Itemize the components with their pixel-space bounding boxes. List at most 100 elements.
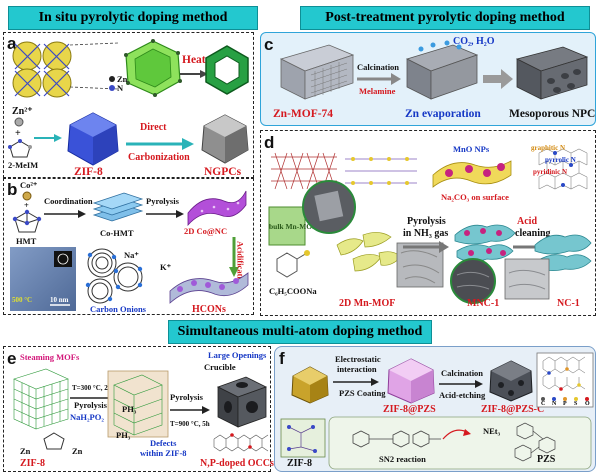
panel-c: c Zn-MOF-74 Calcination Melamine CO₂, H₂… xyxy=(260,32,596,126)
carbon-onions-label: Carbon Onions xyxy=(90,304,146,314)
pyrolysis-arrow-d xyxy=(403,241,449,253)
atom-legend-s: S xyxy=(574,401,578,407)
2d-mn-mof-sheets-illustration xyxy=(336,232,402,272)
mnc-1-illustration xyxy=(454,224,516,262)
t2-label: T=900 °C, 5h xyxy=(170,420,210,428)
pzs-coating-label: PZS Coating xyxy=(339,388,386,398)
sodalite-cages-illustration xyxy=(12,41,72,98)
atom-legend-p: P xyxy=(563,401,567,407)
nh3-label: in NH₃ gas xyxy=(403,228,449,239)
carbon-onions-illustration xyxy=(85,248,143,304)
panel-f: f Electrostatic interaction PZS Coating … xyxy=(274,346,596,472)
ligand-label: 2-MeIM xyxy=(8,160,39,170)
zif8-label-e: ZIF-8 xyxy=(20,458,45,469)
coordination-arrow xyxy=(44,210,86,218)
bulk-mn-mof-label: bulk Mn-MOF xyxy=(269,222,317,231)
zn-mof-74-label: Zn-MOF-74 xyxy=(273,108,334,120)
ngpcs-label: NGPCs xyxy=(204,166,242,178)
hollow-frame-illustration xyxy=(205,45,249,95)
zif8-gold-crystal-illustration xyxy=(291,366,329,404)
zif8-crystal-illustration xyxy=(67,112,119,166)
panel-label-e: e xyxy=(7,349,17,368)
pyrolysis-label-e: Pyrolysis xyxy=(74,400,107,410)
pyrrolic-n-label: pyrrolic N xyxy=(545,156,576,164)
panel-label-f: f xyxy=(279,349,285,368)
mno-nps-label: MnO NPs xyxy=(453,144,490,154)
tem-scale-label: 10 nm xyxy=(50,296,69,304)
acid-label: Acid xyxy=(517,216,537,227)
panel-d: d MnO NPs Na₂CO₃ on surface graphitic N … xyxy=(260,130,596,316)
hmt-molecule-icon xyxy=(12,209,42,233)
mnc-1-label: MNC-1 xyxy=(467,298,500,309)
zn-linker-icon xyxy=(43,432,65,450)
cleaning-label: cleaning xyxy=(515,228,551,239)
heat-arrow xyxy=(180,70,208,78)
zif8-pzs-c-label: ZIF-8@PZS-C xyxy=(481,404,545,415)
melamine-label: Melamine xyxy=(359,86,396,96)
panel-a: a Zn N Heat Zn²⁺ + 2- xyxy=(3,32,254,178)
header-post-treatment: Post-treatment pyrolytic doping method xyxy=(300,6,590,30)
ph3-label-1: PH₃ xyxy=(122,404,137,414)
heat-label: Heat xyxy=(182,54,206,66)
graphitic-n-label: graphitic N xyxy=(531,144,566,152)
zif8-pzs-illustration xyxy=(387,358,435,404)
zn-right-label: Zn xyxy=(72,446,83,456)
ph3-label-2: PH₃ xyxy=(116,430,131,440)
n-legend-label: N xyxy=(117,83,124,93)
zn-atom-icon xyxy=(109,76,115,82)
2d-mn-mof-label: 2D Mn-MOF xyxy=(339,298,396,309)
co-hmt-label: Co-HMT xyxy=(100,228,134,238)
co-hmt-stack-illustration xyxy=(92,192,144,222)
crucible-label: Crucible xyxy=(204,362,236,372)
header-simultaneous: Simultaneous multi-atom doping method xyxy=(168,320,432,344)
atom-legend-c: C xyxy=(541,401,546,407)
nc-1-label: NC-1 xyxy=(557,298,580,309)
zif8-label-f: ZIF-8 xyxy=(287,458,312,469)
nc-1-illustration xyxy=(534,234,592,271)
sem-inset-mnc xyxy=(450,258,496,304)
zif8-structure-inset xyxy=(280,418,326,458)
n-doped-graphene-illustration xyxy=(538,148,588,190)
calcination-label-f: Calcination xyxy=(441,368,484,378)
co-nc-label: 2D Co@NC xyxy=(184,226,228,236)
co2-label: Co²⁺ xyxy=(20,180,38,190)
np-doped-sheet-illustration xyxy=(213,433,269,452)
zn-legend-label: Zn xyxy=(117,74,128,84)
panel-e: e Steaming MOFs Zn Zn ZIF-8 T=300 °C, 2h… xyxy=(3,346,274,472)
k-ion-label: K⁺ xyxy=(160,262,172,272)
within-zif8-label: within ZIF-8 xyxy=(140,448,187,458)
acid-etching-label: Acid-etching xyxy=(439,390,486,400)
na2co3-label: Na₂CO₃ on surface xyxy=(441,192,509,202)
zn-evaporation-label: Zn evaporation xyxy=(405,108,481,120)
bulk-mn-mof-illustration xyxy=(268,206,306,246)
co-ion-icon xyxy=(22,191,32,201)
net3-label: NEt₃ xyxy=(483,426,501,436)
zn2-label: Zn²⁺ xyxy=(12,106,33,117)
nah2po2-label: NaH₂PO₂ xyxy=(70,412,104,422)
atom-legend-n: N xyxy=(552,401,557,407)
hcons-sheet-illustration xyxy=(169,272,249,304)
zn-ion-icon xyxy=(14,117,24,127)
mof-lattice-left xyxy=(271,152,337,190)
calcination-label-c: Calcination xyxy=(357,62,400,72)
carbonization-arrow xyxy=(126,138,194,150)
co-nc-sheet-illustration xyxy=(187,190,247,227)
crucible-ph3-illustration xyxy=(107,370,169,438)
mesoporous-npc-label: Mesoporous NPC xyxy=(509,108,596,120)
calcination-arrow-f xyxy=(439,380,483,388)
mesoporous-npc-illustration xyxy=(515,46,589,100)
pyridinic-n-label: pyridinic N xyxy=(533,168,568,176)
zn-mof-74-illustration xyxy=(279,44,355,100)
sem-inset-nc xyxy=(504,258,550,300)
sem-inset-circle xyxy=(302,180,356,234)
pyrolysis-arrow-b xyxy=(146,210,184,218)
header-in-situ: In situ pyrolytic doping method xyxy=(8,6,258,30)
mno-sheet-illustration xyxy=(432,160,512,188)
tem-image xyxy=(10,247,76,311)
panel-label-d: d xyxy=(264,133,275,152)
np-doped-occs-label: N,P-doped OCCs xyxy=(200,458,274,469)
direct-label: Direct xyxy=(140,122,167,133)
calcination-arrow-c xyxy=(357,73,401,85)
sn2-label: SN2 reaction xyxy=(379,454,426,464)
steaming-mofs-label: Steaming MOFs xyxy=(20,352,80,362)
